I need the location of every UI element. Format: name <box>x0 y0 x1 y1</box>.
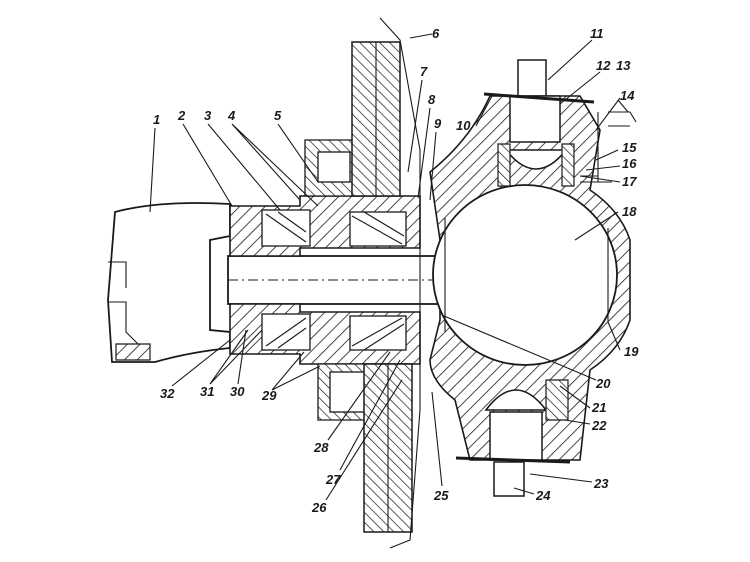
callout-16: 16 <box>622 156 637 171</box>
callout-6: 6 <box>432 26 440 41</box>
callout-20: 20 <box>595 376 611 391</box>
callout-31: 31 <box>200 384 214 399</box>
callout-13: 13 <box>616 58 631 73</box>
callout-29: 29 <box>261 388 277 403</box>
callout-27: 27 <box>325 472 341 487</box>
callout-24: 24 <box>535 488 551 503</box>
callout-8: 8 <box>428 92 436 107</box>
callout-12: 12 <box>596 58 611 73</box>
callout-14: 14 <box>620 88 635 103</box>
callout-labels: 1 2 3 4 5 6 7 8 9 10 11 12 13 14 15 16 1… <box>153 26 639 515</box>
upper-ball-joint <box>483 59 595 187</box>
callout-5: 5 <box>274 108 282 123</box>
leader-lines <box>149 33 629 501</box>
callout-10: 10 <box>456 118 471 133</box>
callout-7: 7 <box>420 64 428 79</box>
callout-32: 32 <box>160 386 175 401</box>
hub-upper <box>229 139 421 257</box>
callout-11: 11 <box>590 26 604 41</box>
callout-3: 3 <box>204 108 212 123</box>
callout-22: 22 <box>591 418 607 433</box>
callout-30: 30 <box>230 384 245 399</box>
callout-18: 18 <box>622 204 637 219</box>
callout-17: 17 <box>622 174 637 189</box>
lower-ball-joint <box>455 379 571 497</box>
callout-9: 9 <box>434 116 442 131</box>
callout-15: 15 <box>622 140 637 155</box>
callout-19: 19 <box>624 344 639 359</box>
steering-knuckle <box>429 95 631 461</box>
callout-25: 25 <box>433 488 449 503</box>
callout-2: 2 <box>177 108 186 123</box>
brake-disc <box>351 17 421 549</box>
callout-4: 4 <box>227 108 236 123</box>
callout-21: 21 <box>591 400 606 415</box>
callout-1: 1 <box>153 112 160 127</box>
axle-shaft <box>227 255 459 305</box>
mounting-bracket <box>580 111 637 183</box>
callout-26: 26 <box>311 500 327 515</box>
axle-housing <box>107 202 231 363</box>
callout-23: 23 <box>593 476 609 491</box>
callout-28: 28 <box>313 440 329 455</box>
